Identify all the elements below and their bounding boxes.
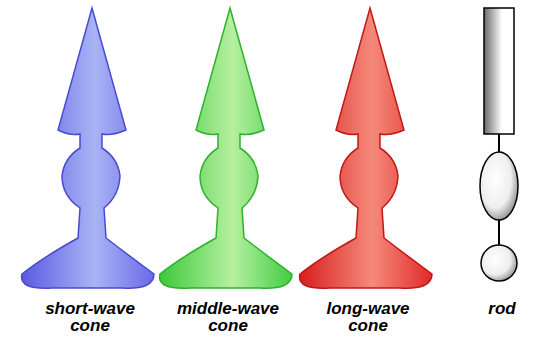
cell-label: rod <box>472 300 532 317</box>
cell-label: middle-wave cone <box>172 300 284 334</box>
long-wave-cone-figure <box>300 8 432 288</box>
short-wave-cone-figure <box>22 8 154 288</box>
rod-outer-segment <box>484 8 514 134</box>
cell-label: long-wave cone <box>313 300 423 334</box>
rod-spherule <box>481 245 517 281</box>
rod-figure <box>480 8 518 281</box>
rod-cilium <box>498 134 500 152</box>
rod-inner-segment <box>480 152 518 220</box>
cone-body <box>300 8 432 288</box>
rod-axon <box>498 220 500 245</box>
cone-body <box>22 8 154 288</box>
cone-body <box>160 8 292 288</box>
middle-wave-cone-figure <box>160 8 292 288</box>
cell-label: short-wave cone <box>35 300 145 334</box>
